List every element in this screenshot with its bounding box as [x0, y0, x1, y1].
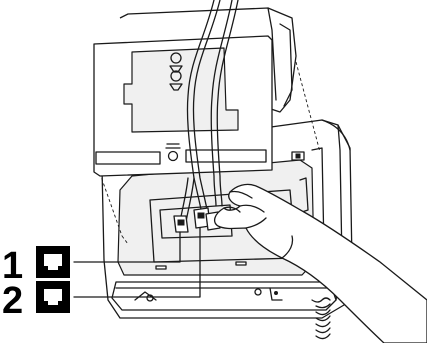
- ethernet-port-icon: [36, 246, 70, 278]
- handset-coil-cord: [311, 297, 331, 340]
- alignment-guide-lines: [97, 61, 321, 245]
- phone-stand: [93, 7, 297, 177]
- callout-2: 2: [2, 280, 70, 322]
- hand-illustration: [213, 183, 427, 343]
- callout-1: 1: [2, 245, 70, 287]
- callout-number-2: 2: [2, 280, 23, 322]
- network-cables: [179, 0, 239, 223]
- callout-number-1: 1: [2, 245, 23, 287]
- ethernet-port-icon: [36, 281, 70, 313]
- callout-leaders: [73, 227, 201, 298]
